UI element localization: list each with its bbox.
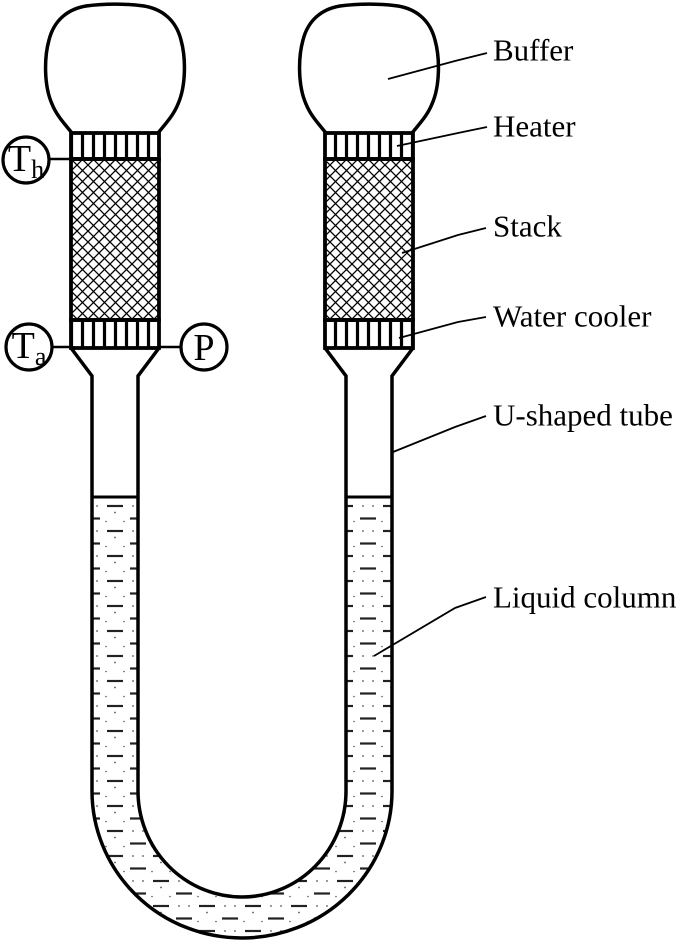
water-cooler-left [69, 318, 161, 350]
t-ambient-symbol: T [12, 325, 35, 367]
right-branch [297, 2, 441, 350]
heater-left [69, 131, 161, 161]
leader-lines [373, 52, 488, 657]
t-hot-symbol: T [8, 138, 31, 180]
leader-liquid-column [373, 596, 487, 657]
sensor-pressure: P [159, 322, 229, 372]
leader-water-cooler [398, 316, 487, 339]
sensor-t-ambient: Ta [4, 322, 71, 372]
pressure-symbol: P [193, 327, 214, 369]
water-cooler-right [323, 318, 415, 350]
stack-left [69, 157, 161, 322]
sensor-t-ambient-circle [4, 322, 54, 372]
label-buffer: Buffer [493, 33, 574, 68]
left-branch [43, 2, 187, 350]
t-ambient-subscript: a [35, 342, 47, 371]
sensor-pressure-circle [179, 322, 229, 372]
label-water-cooler: Water cooler [493, 299, 652, 334]
liquid-column-fill [92, 497, 392, 938]
label-liquid-column: Liquid column [493, 580, 677, 615]
buffer-bulb-right [297, 2, 441, 135]
u-tube-inner-wall [136, 346, 348, 899]
leader-heater [396, 126, 488, 147]
label-heater: Heater [493, 109, 576, 144]
stack-right [323, 157, 415, 322]
sensor-t-hot-circle [1, 135, 51, 185]
t-hot-subscript: h [31, 155, 44, 184]
leader-stack [401, 227, 487, 254]
sensor-t-hot: Th [1, 135, 71, 185]
buffer-bulb-left [43, 2, 187, 135]
leader-u-shaped-tube [392, 415, 487, 453]
label-stack: Stack [493, 209, 562, 244]
callout-labels: Buffer Heater Stack Water cooler U-shape… [493, 33, 677, 615]
u-tube-outer-wall [69, 346, 415, 940]
leader-buffer [387, 52, 488, 80]
label-u-shaped-tube: U-shaped tube [493, 398, 673, 433]
svg-text:Ta: Ta [12, 325, 47, 371]
svg-text:Th: Th [8, 138, 44, 184]
